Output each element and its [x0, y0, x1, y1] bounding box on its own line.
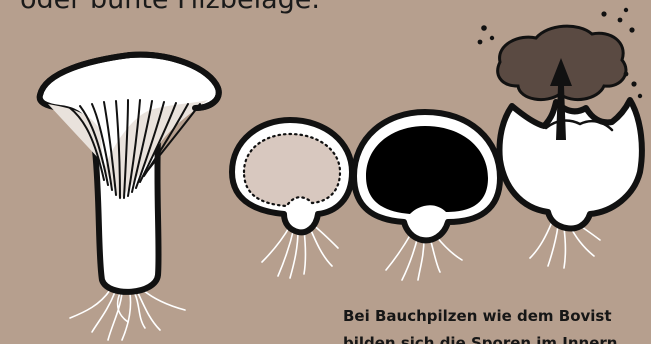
mature-puffball: [354, 112, 500, 280]
chanterelle-roots: [70, 290, 185, 340]
young-puffball: [232, 120, 352, 278]
bursting-puffball: [478, 8, 643, 268]
caption: Bei Bauchpilzen wie dem Bovist bilden si…: [343, 303, 648, 344]
chanterelle-mushroom: [40, 55, 219, 340]
caption-line-2: bilden sich die Sporen im Innern: [343, 330, 648, 344]
caption-line-1: Bei Bauchpilzen wie dem Bovist: [343, 303, 648, 330]
